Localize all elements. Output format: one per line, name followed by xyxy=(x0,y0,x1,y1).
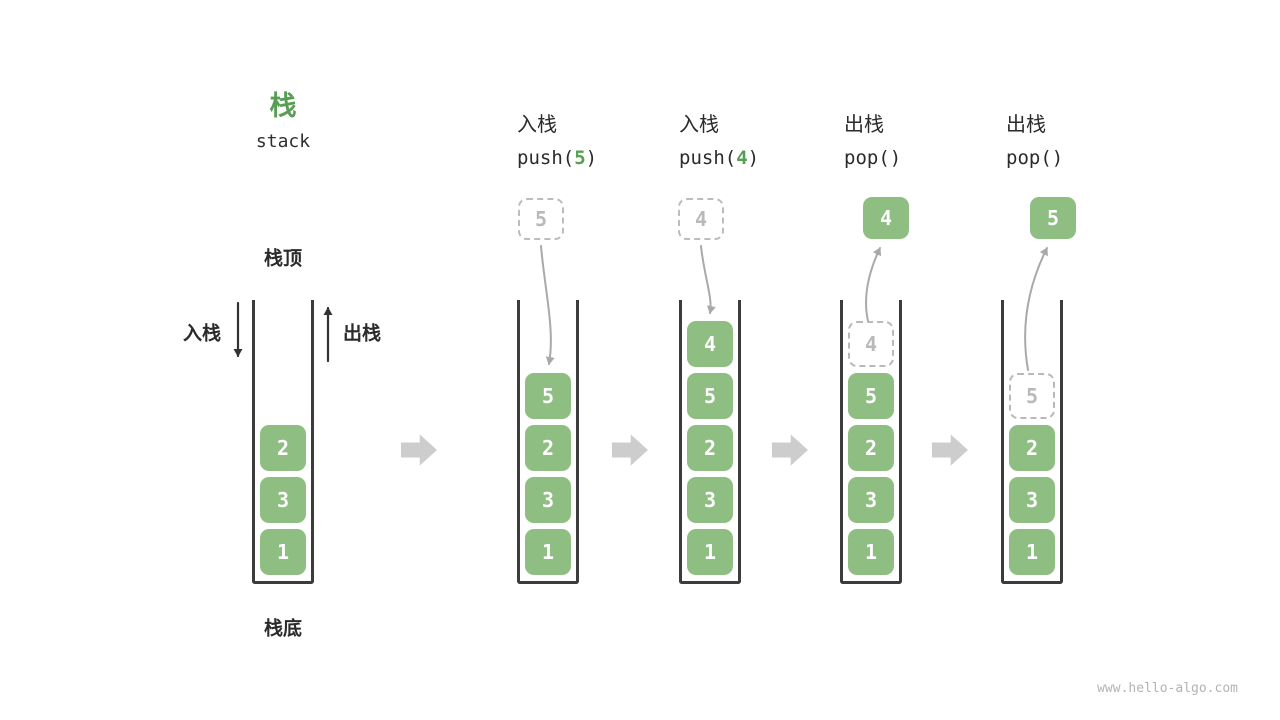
stack: 5 2 3 1 xyxy=(1004,300,1060,581)
stack-block: 2 xyxy=(687,425,733,471)
stack-container-initial: 2 3 1 xyxy=(252,300,314,584)
stack-block: 1 xyxy=(260,529,306,575)
stack-block: 3 xyxy=(260,477,306,523)
pop-side-label: 出栈 xyxy=(342,323,382,345)
stack-block: 5 xyxy=(525,373,571,419)
title-en: stack xyxy=(255,131,311,152)
stack-block: 3 xyxy=(525,477,571,523)
op-label: 出栈 xyxy=(1006,114,1046,136)
diagram-title: 栈 stack xyxy=(256,84,310,152)
step-arrow-icon xyxy=(612,434,648,466)
op-header-pop-5: 出栈 pop() xyxy=(1006,108,1146,169)
stack-container-after-pop-4: 4 5 2 3 1 xyxy=(840,300,902,584)
stack-block: 1 xyxy=(525,529,571,575)
step-arrow-icon xyxy=(932,434,968,466)
op-code: push(4) xyxy=(679,147,760,169)
stack-block-ghost: 4 xyxy=(848,321,894,367)
stack-block: 2 xyxy=(1009,425,1055,471)
stack-block: 1 xyxy=(848,529,894,575)
watermark: www.hello-algo.com xyxy=(1097,681,1238,696)
stack: 4 5 2 3 1 xyxy=(843,300,899,581)
stack-block: 1 xyxy=(1009,529,1055,575)
stack-block: 3 xyxy=(848,477,894,523)
stack-block: 1 xyxy=(687,529,733,575)
op-header-push-5: 入栈 push(5) xyxy=(517,108,657,169)
step-arrow-icon xyxy=(772,434,808,466)
op-code: push(5) xyxy=(517,147,598,169)
stack-container-after-pop-5: 5 2 3 1 xyxy=(1001,300,1063,584)
op-label: 入栈 xyxy=(679,114,719,136)
stack-block: 3 xyxy=(687,477,733,523)
stack-block: 5 xyxy=(687,373,733,419)
stack: 4 5 2 3 1 xyxy=(682,300,738,581)
stack-block-ghost: 5 xyxy=(1009,373,1055,419)
stack-block: 2 xyxy=(260,425,306,471)
op-header-push-4: 入栈 push(4) xyxy=(679,108,819,169)
stack: 2 3 1 xyxy=(255,300,311,581)
stack-block: 2 xyxy=(848,425,894,471)
step-arrow-icon xyxy=(401,434,437,466)
stack-block: 2 xyxy=(525,425,571,471)
stack-container-after-push-4: 4 5 2 3 1 xyxy=(679,300,741,584)
stack: 5 2 3 1 xyxy=(520,300,576,581)
stack-bottom-label: 栈底 xyxy=(263,618,303,640)
stack-block: 5 xyxy=(848,373,894,419)
stack-block: 3 xyxy=(1009,477,1055,523)
push-side-label: 入栈 xyxy=(182,323,222,345)
op-header-pop-4: 出栈 pop() xyxy=(844,108,984,169)
op-code: pop() xyxy=(1006,147,1064,169)
push-value-box-4: 4 xyxy=(678,198,724,240)
stack-block: 4 xyxy=(687,321,733,367)
pop-value-box-4: 4 xyxy=(863,197,909,239)
pop-value-box-5: 5 xyxy=(1030,197,1076,239)
op-label: 入栈 xyxy=(517,114,557,136)
title-zh: 栈 xyxy=(269,91,297,121)
stack-top-label: 栈顶 xyxy=(263,248,303,270)
push-value-box-5: 5 xyxy=(518,198,564,240)
stack-container-after-push-5: 5 2 3 1 xyxy=(517,300,579,584)
op-code: pop() xyxy=(844,147,902,169)
op-label: 出栈 xyxy=(844,114,884,136)
